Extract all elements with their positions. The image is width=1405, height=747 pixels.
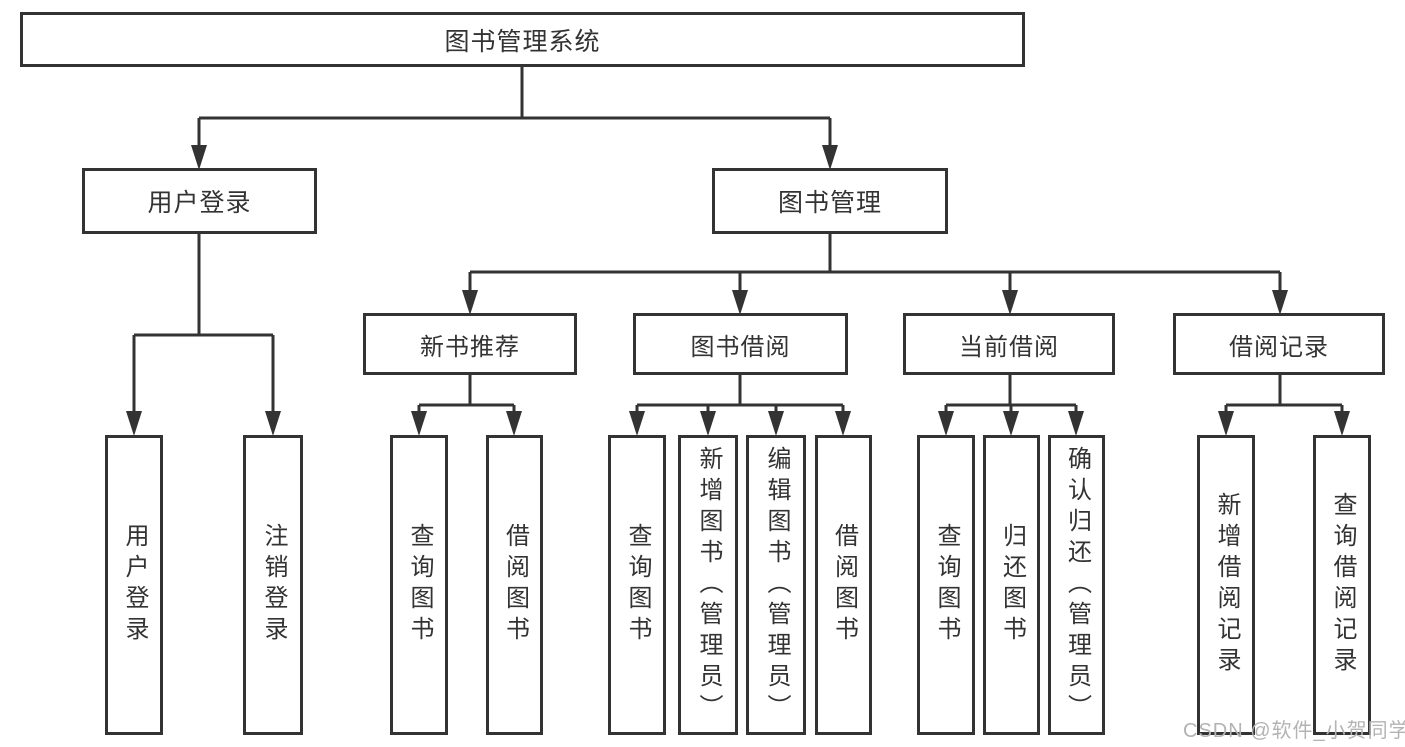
- leaf-label: 归还图书: [998, 523, 1026, 647]
- leaf-borrow-books-recommend: 借阅图书: [486, 435, 543, 735]
- leaf-add-borrow-record: 新增借阅记录: [1197, 435, 1255, 735]
- connector-user-login-to-leaves: [132, 234, 275, 428]
- leaf-query-books-recommend: 查询图书: [390, 435, 448, 735]
- leaf-label: 查询图书: [624, 523, 651, 647]
- connector-book-borrow-to-leaves: [635, 375, 845, 428]
- leaf-label: 确认归还（管理员）: [1063, 445, 1091, 725]
- node-library-management-system: 图书管理系统: [20, 12, 1025, 67]
- leaf-confirm-return-admin: 确认归还（管理员）: [1048, 435, 1105, 735]
- arrow-down-icon: [768, 411, 784, 436]
- arrow-down-icon: [1002, 290, 1018, 315]
- leaf-label: 编辑图书（管理员）: [763, 445, 790, 725]
- arrow-down-icon: [1218, 411, 1234, 436]
- arrow-down-icon: [835, 411, 851, 436]
- leaf-label: 查询图书: [933, 523, 960, 647]
- leaf-query-books-borrow: 查询图书: [608, 435, 666, 735]
- node-book-management: 图书管理: [712, 168, 948, 234]
- leaf-label: 新增图书（管理员）: [695, 445, 722, 725]
- arrow-down-icon: [191, 145, 207, 170]
- node-book-borrowing: 图书借阅: [633, 313, 848, 375]
- node-new-book-recommend: 新书推荐: [363, 313, 577, 375]
- leaf-logout: 注销登录: [243, 435, 303, 735]
- node-current-borrowing: 当前借阅: [903, 313, 1115, 375]
- arrow-down-icon: [822, 145, 838, 170]
- arrow-down-icon: [700, 411, 716, 436]
- connector-borrow-records-to-leaves: [1224, 375, 1344, 428]
- leaf-user-login: 用户登录: [105, 435, 163, 735]
- leaf-label: 借阅图书: [501, 523, 529, 647]
- csdn-watermark: CSDN @软件_小贺同学: [1183, 720, 1405, 742]
- node-borrowing-records: 借阅记录: [1173, 313, 1385, 375]
- arrow-down-icon: [1272, 290, 1288, 315]
- leaf-label: 查询图书: [406, 523, 433, 647]
- arrow-down-icon: [938, 411, 954, 436]
- leaf-return-books: 归还图书: [983, 435, 1040, 735]
- connector-root-to-level2: [197, 67, 832, 160]
- arrow-down-icon: [126, 411, 142, 436]
- leaf-borrow-books: 借阅图书: [815, 435, 872, 735]
- arrow-down-icon: [462, 290, 478, 315]
- leaf-query-borrow-record: 查询借阅记录: [1313, 435, 1371, 735]
- arrow-down-icon: [265, 411, 281, 436]
- arrow-down-icon: [1003, 411, 1019, 436]
- arrow-down-icon: [506, 411, 522, 436]
- arrow-down-icon: [1334, 411, 1350, 436]
- connector-book-mgmt-to-level3: [468, 234, 1282, 306]
- arrow-down-icon: [732, 290, 748, 315]
- node-user-login: 用户登录: [82, 168, 317, 234]
- connector-new-book-rec-to-leaves: [417, 375, 516, 428]
- leaf-label: 注销登录: [260, 523, 287, 647]
- leaf-label: 用户登录: [121, 523, 148, 647]
- leaf-edit-books-admin: 编辑图书（管理员）: [746, 435, 806, 735]
- arrow-down-icon: [1068, 411, 1084, 436]
- leaf-label: 新增借阅记录: [1213, 492, 1240, 678]
- arrowheads: [126, 145, 1350, 436]
- arrow-down-icon: [411, 411, 427, 436]
- leaf-label: 借阅图书: [830, 523, 858, 647]
- leaf-query-books-current: 查询图书: [917, 435, 975, 735]
- arrow-down-icon: [629, 411, 645, 436]
- leaf-label: 查询借阅记录: [1329, 492, 1356, 678]
- leaf-add-books-admin: 新增图书（管理员）: [678, 435, 738, 735]
